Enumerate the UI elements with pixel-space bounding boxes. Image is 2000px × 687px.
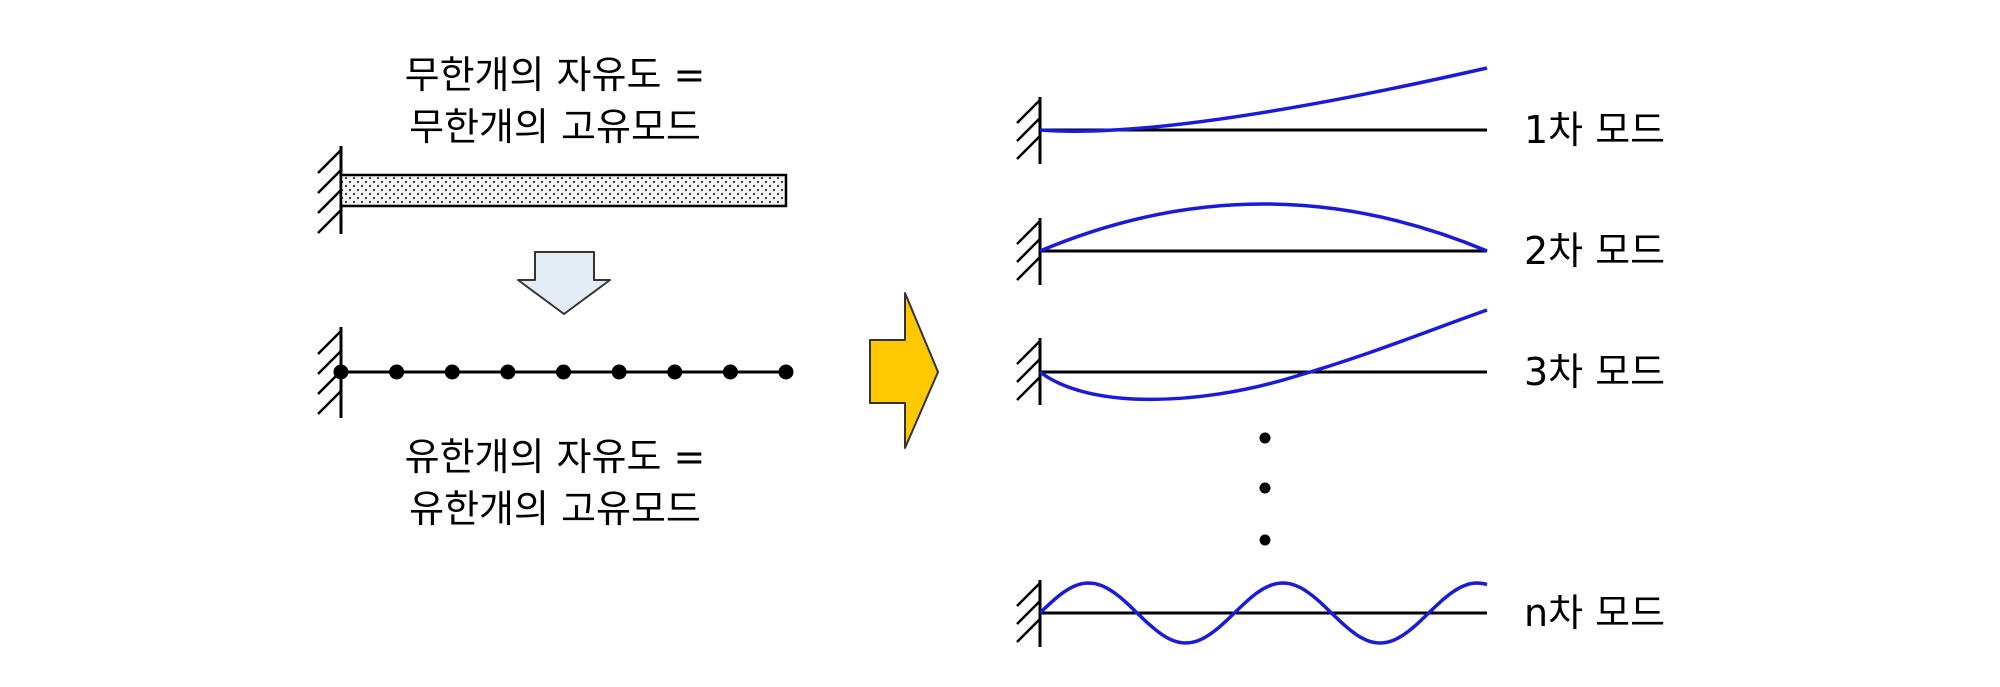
mode-1: 1차 모드 xyxy=(1016,66,1665,164)
mass-node xyxy=(722,364,738,380)
top-caption-line2: 무한개의 고유모드 xyxy=(409,105,701,149)
mass-node xyxy=(389,364,405,380)
mode-n: n차 모드 xyxy=(1016,580,1665,647)
mode-curve xyxy=(1038,581,1488,645)
mode-label: 2차 모드 xyxy=(1524,229,1665,273)
mode-curve xyxy=(1039,66,1488,133)
bottom-caption-line2: 유한개의 고유모드 xyxy=(409,487,701,531)
right-arrow-icon xyxy=(869,292,939,449)
mode-curve xyxy=(1039,202,1488,253)
down-arrow-icon xyxy=(517,251,611,315)
mass-node xyxy=(667,364,683,380)
mode-label: 1차 모드 xyxy=(1524,108,1665,152)
mass-node xyxy=(500,364,516,380)
mass-node xyxy=(556,364,571,380)
mass-node xyxy=(333,364,349,380)
wall-hatch xyxy=(1016,338,1042,405)
discrete-nodes xyxy=(333,364,794,380)
wall-hatch xyxy=(1016,97,1042,164)
continuous-beam-wall xyxy=(317,146,343,234)
mode-label: 3차 모드 xyxy=(1524,350,1665,394)
mode-3: 3차 모드 xyxy=(1016,308,1665,405)
mass-node xyxy=(444,364,460,380)
mass-node xyxy=(611,364,627,380)
wall-hatch xyxy=(1016,218,1042,285)
mass-node xyxy=(778,364,794,380)
vertical-ellipsis xyxy=(1259,432,1271,546)
mode-2: 2차 모드 xyxy=(1016,202,1665,285)
mode-curve xyxy=(1038,308,1488,402)
wall-hatch xyxy=(1016,580,1042,647)
top-caption-line1: 무한개의 자유도 = xyxy=(405,53,706,97)
mode-label: n차 모드 xyxy=(1524,591,1665,635)
continuous-beam xyxy=(339,173,788,208)
bottom-caption-line1: 유한개의 자유도 = xyxy=(405,435,706,479)
